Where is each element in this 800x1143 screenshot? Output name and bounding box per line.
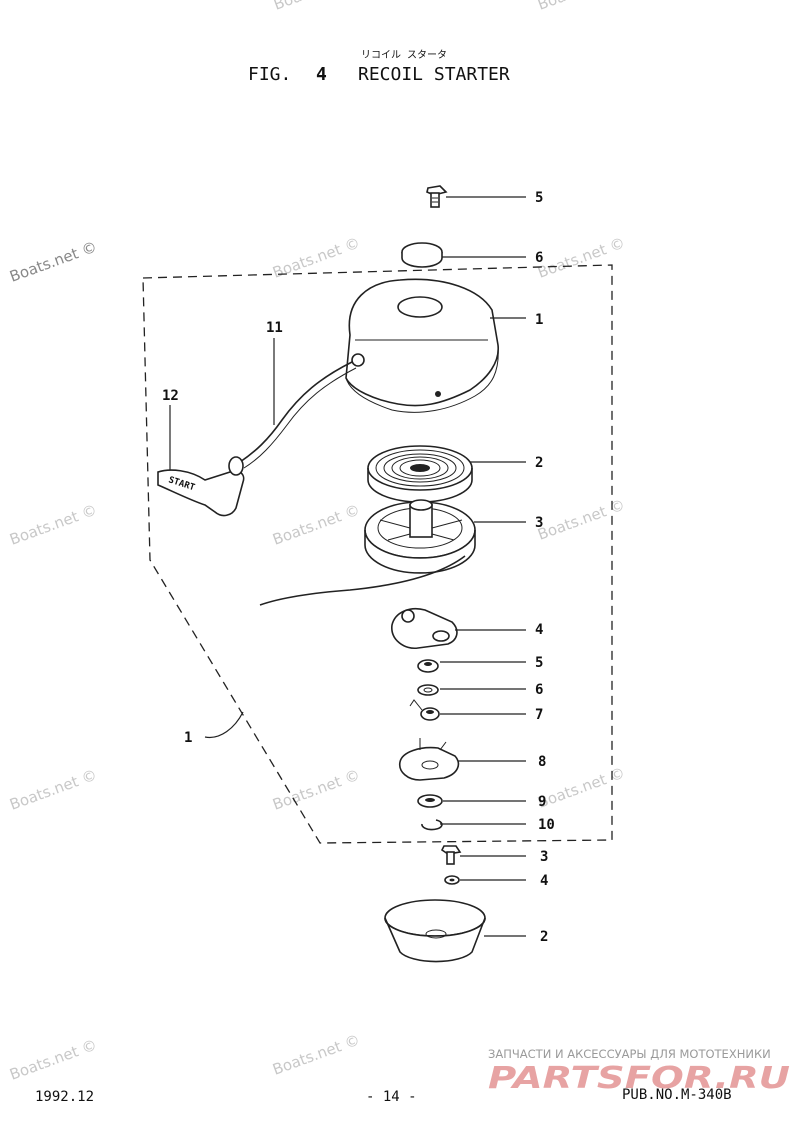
watermarks: Boats.net © Boats.net © Boats.net © Boat… [7,0,627,1084]
watermark: Boats.net © [270,1031,362,1079]
cup-bolt-part [440,845,462,865]
starter-rope-part [239,361,357,469]
recoil-spring-part [367,445,473,503]
starter-cup-part [384,899,486,963]
return-spring-part [409,699,440,721]
callout-8-plate: 8 [538,754,546,770]
footer-pub-number: PUB.NO.M-340B [622,1087,732,1103]
callout-4-washer: 4 [540,873,548,889]
callout-1-case: 1 [535,312,543,328]
callout-12-handle: 12 [162,388,179,404]
watermark: Boats.net © [7,766,99,814]
watermark: Boats.net © [535,764,627,812]
callout-5-bolt: 5 [535,190,543,206]
footer-page-number: - 14 - [366,1089,417,1105]
watermark: Boats.net © [7,501,99,549]
cap-part [401,242,443,268]
watermark: Boats.net © [271,0,363,14]
friction-plate-part [398,738,460,781]
footer-date: 1992.12 [35,1089,94,1105]
japanese-subtitle: リコイル スタータ [361,49,447,61]
callout-9-washer: 9 [538,794,546,810]
figure-title: RECOIL STARTER [358,64,510,85]
footer: 1992.12 - 14 - PUB.NO.M-340B ЗАПЧАСТИ И … [35,1047,790,1105]
ratchet-part [391,608,458,650]
brand-logo: PARTSFOR.RU [488,1061,790,1096]
watermark: Boats.net © [535,496,627,544]
callout-3-reel: 3 [535,515,543,531]
starter-handle-part: START [157,456,245,517]
callout-10-clip: 10 [538,817,555,833]
watermark: Boats.net © [535,0,627,14]
callout-11-rope: 11 [266,320,283,336]
watermark: Boats.net © [535,234,627,282]
callout-1-assembly: 1 [184,730,192,746]
reel-part [364,499,476,574]
watermark: Boats.net © [7,1036,99,1084]
fig-label: FIG. [248,64,291,85]
fig-number: 4 [316,64,327,85]
watermark: Boats.net © [270,501,362,549]
thrust-washer-part [417,794,443,808]
callout-6-cap: 6 [535,250,543,266]
watermark: Boats.net © [7,238,99,286]
callout-2-spring: 2 [535,455,543,471]
assembly-boundary [142,264,613,844]
clip-part [421,819,443,831]
top-bolt-part [426,185,448,208]
callout-6-washer: 6 [535,682,543,698]
watermark: Boats.net © [270,766,362,814]
callout-7-return-spring: 7 [535,707,543,723]
rope-end [259,555,466,606]
starter-case-part [345,278,499,413]
callout-3-bolt: 3 [540,849,548,865]
callout-2-cup: 2 [540,929,548,945]
callout-numbers: 5 6 1 11 12 2 3 4 5 6 7 8 9 10 1 3 4 2 [162,190,555,945]
ratchet-spring-part [417,659,439,673]
cup-washer-part [444,875,460,885]
callout-4-ratchet: 4 [535,622,543,638]
ad-line: ЗАПЧАСТИ И АКСЕССУАРЫ ДЛЯ МОТОТЕХНИКИ [488,1047,771,1061]
washer-part [417,684,439,696]
callout-5-ratchet-spring: 5 [535,655,543,671]
figure-header: リコイル スタータ FIG. 4 RECOIL STARTER [248,49,510,85]
